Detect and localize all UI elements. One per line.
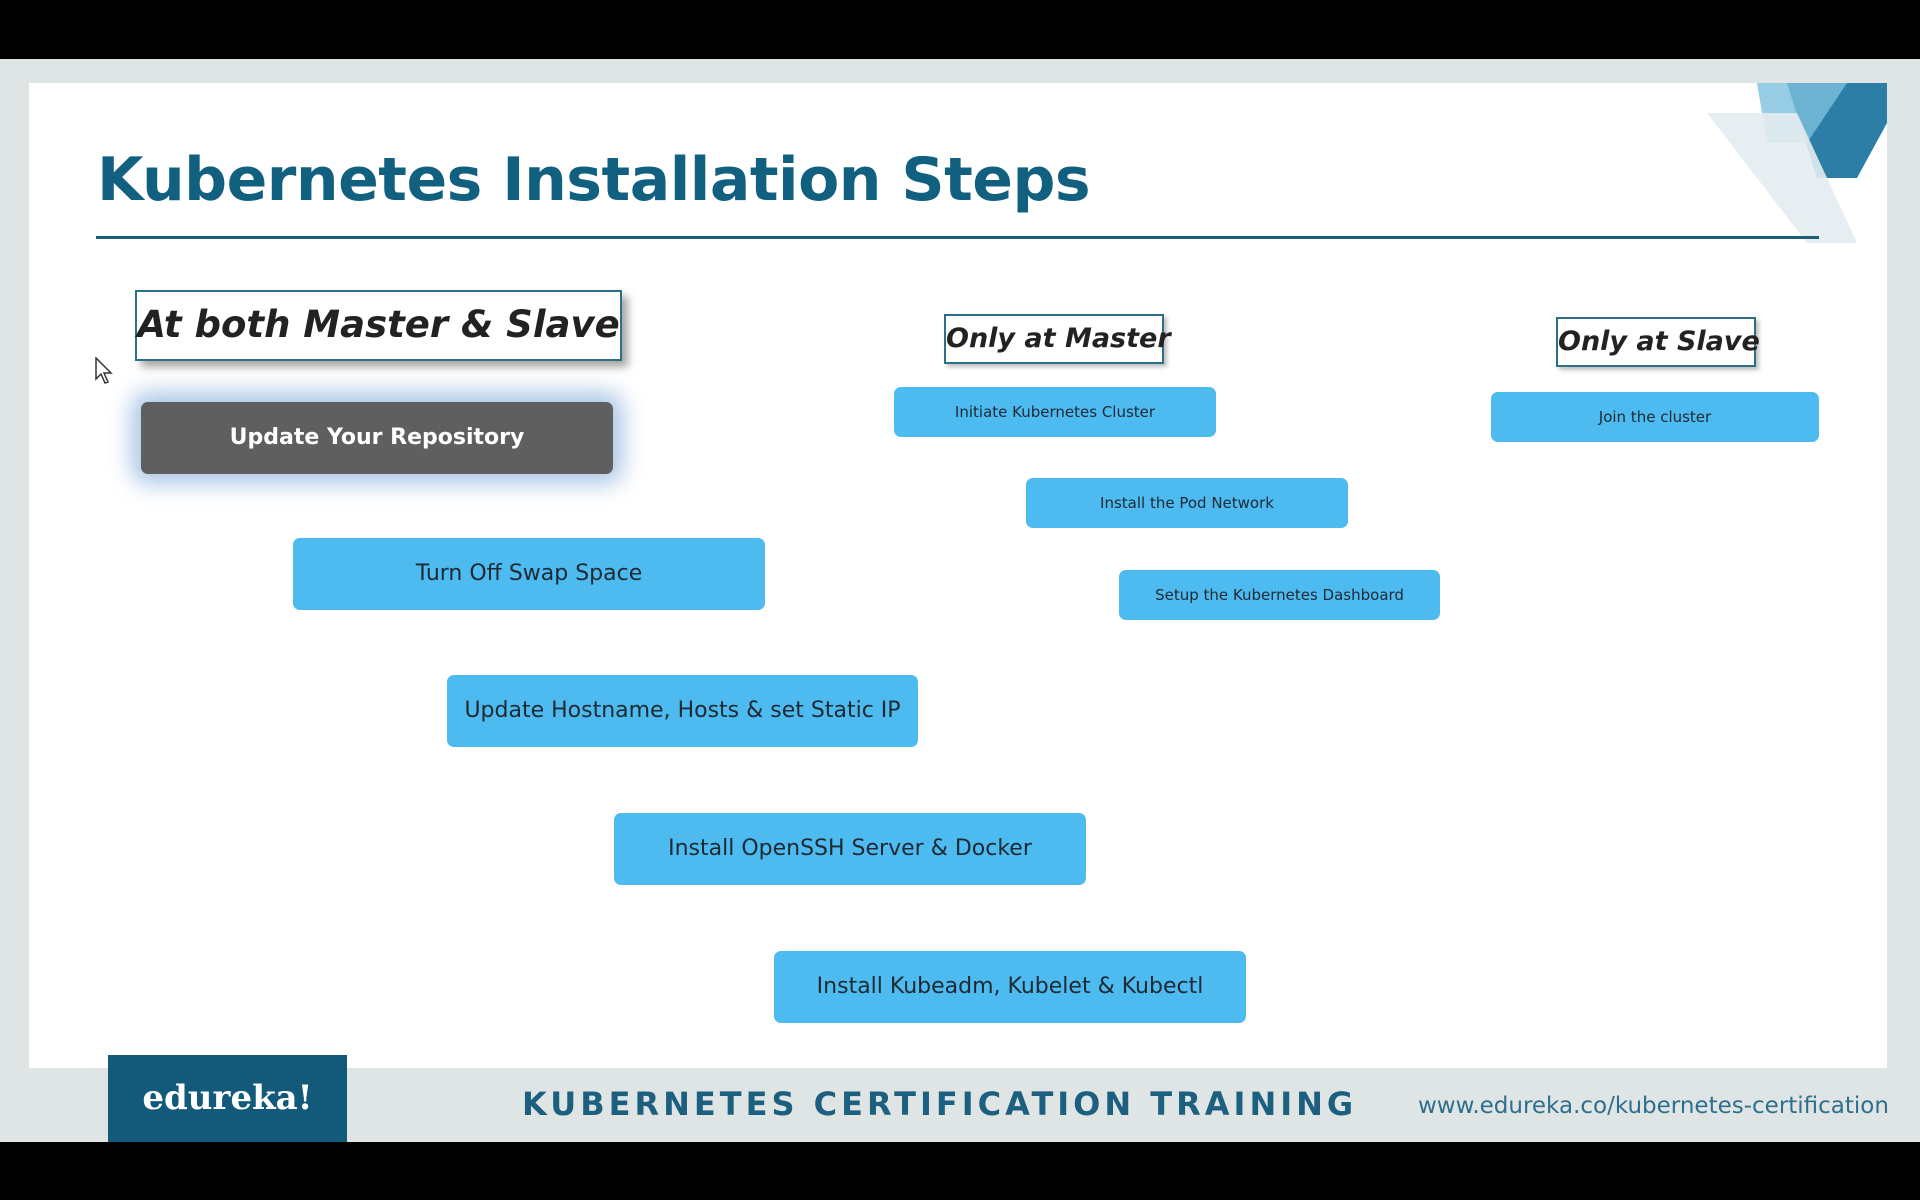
title-underline [96,236,1819,239]
mouse-pointer-icon [95,357,113,384]
section-label-master: Only at Master [944,314,1171,364]
letterbox-bottom [0,1142,1920,1200]
footer-course-title: KUBERNETES CERTIFICATION TRAINING [522,1085,1358,1123]
step-update-repository[interactable]: Update Your Repository [141,402,613,474]
section-label-both: At both Master & Slave [135,290,622,361]
letterbox-top [0,0,1920,59]
step-install-pod-network[interactable]: Install the Pod Network [1026,478,1348,528]
section-label-slave: Only at Slave [1556,317,1760,367]
step-initiate-cluster[interactable]: Initiate Kubernetes Cluster [894,387,1216,437]
step-setup-dashboard[interactable]: Setup the Kubernetes Dashboard [1119,570,1440,620]
footer-url[interactable]: www.edureka.co/kubernetes-certification [1418,1093,1889,1119]
step-join-cluster[interactable]: Join the cluster [1491,392,1819,442]
step-install-openssh-docker[interactable]: Install OpenSSH Server & Docker [614,813,1086,885]
edureka-logo: edureka! [108,1055,347,1143]
slide: Kubernetes Installation Steps At both Ma… [29,83,1887,1068]
step-install-kubeadm[interactable]: Install Kubeadm, Kubelet & Kubectl [774,951,1246,1023]
presentation-frame: Kubernetes Installation Steps At both Ma… [0,59,1920,1142]
slide-title: Kubernetes Installation Steps [97,145,1091,215]
corner-decoration [1707,83,1887,243]
step-turn-off-swap[interactable]: Turn Off Swap Space [293,538,765,610]
step-update-hostname[interactable]: Update Hostname, Hosts & set Static IP [447,675,918,747]
